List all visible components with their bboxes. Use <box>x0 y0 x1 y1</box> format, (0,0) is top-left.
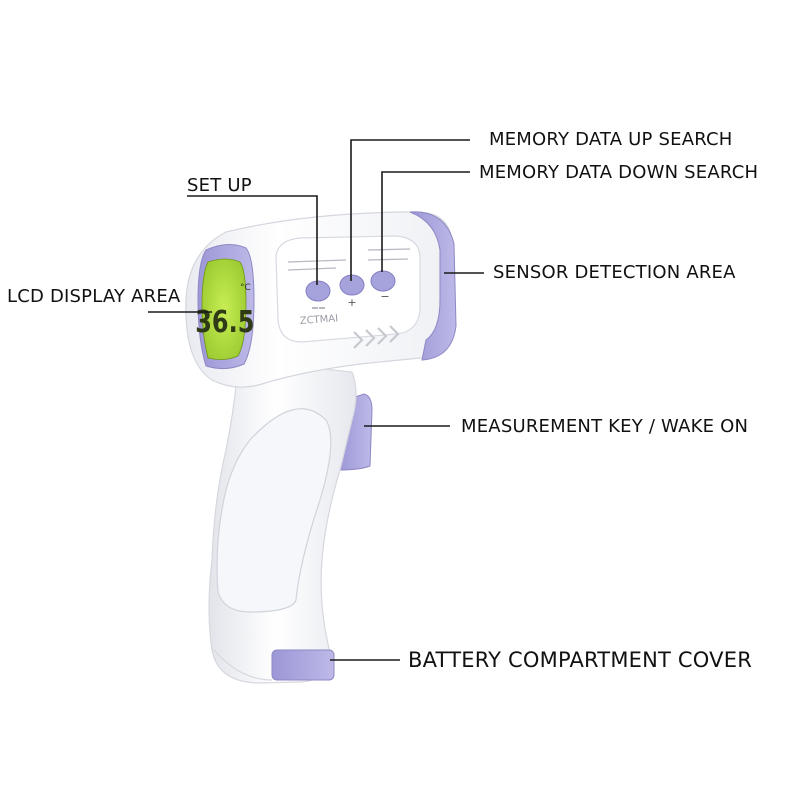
brand-text: ZCTMAI <box>299 313 338 327</box>
label-memory-up: MEMORY DATA UP SEARCH <box>489 129 733 150</box>
up-button[interactable] <box>339 274 365 296</box>
label-battery: BATTERY COMPARTMENT COVER <box>408 648 752 672</box>
label-sensor: SENSOR DETECTION AREA <box>493 262 736 283</box>
label-measurement-key: MEASUREMENT KEY / WAKE ON <box>461 416 749 437</box>
lcd-reading: 36.5 <box>195 305 254 339</box>
printed-info-text <box>287 248 411 271</box>
label-lcd-display: LCD DISPLAY AREA <box>7 286 181 307</box>
battery-cover <box>271 649 335 681</box>
lcd-unit: °C <box>240 283 251 293</box>
label-memory-down: MEMORY DATA DOWN SEARCH <box>479 162 759 183</box>
lcd-screen <box>201 258 247 360</box>
down-button[interactable] <box>370 270 396 292</box>
handle-grip-panel <box>216 408 332 613</box>
chevron-arrows-icon <box>353 325 400 349</box>
callout-set-up <box>187 195 318 285</box>
sensor-tip <box>409 211 457 361</box>
minus-glyph: − <box>380 290 389 303</box>
plus-glyph: + <box>347 296 356 309</box>
label-set-up: SET UP <box>187 175 252 196</box>
set-button[interactable] <box>305 280 331 302</box>
callout-memory-up <box>350 139 470 281</box>
callout-memory-down <box>381 171 470 272</box>
